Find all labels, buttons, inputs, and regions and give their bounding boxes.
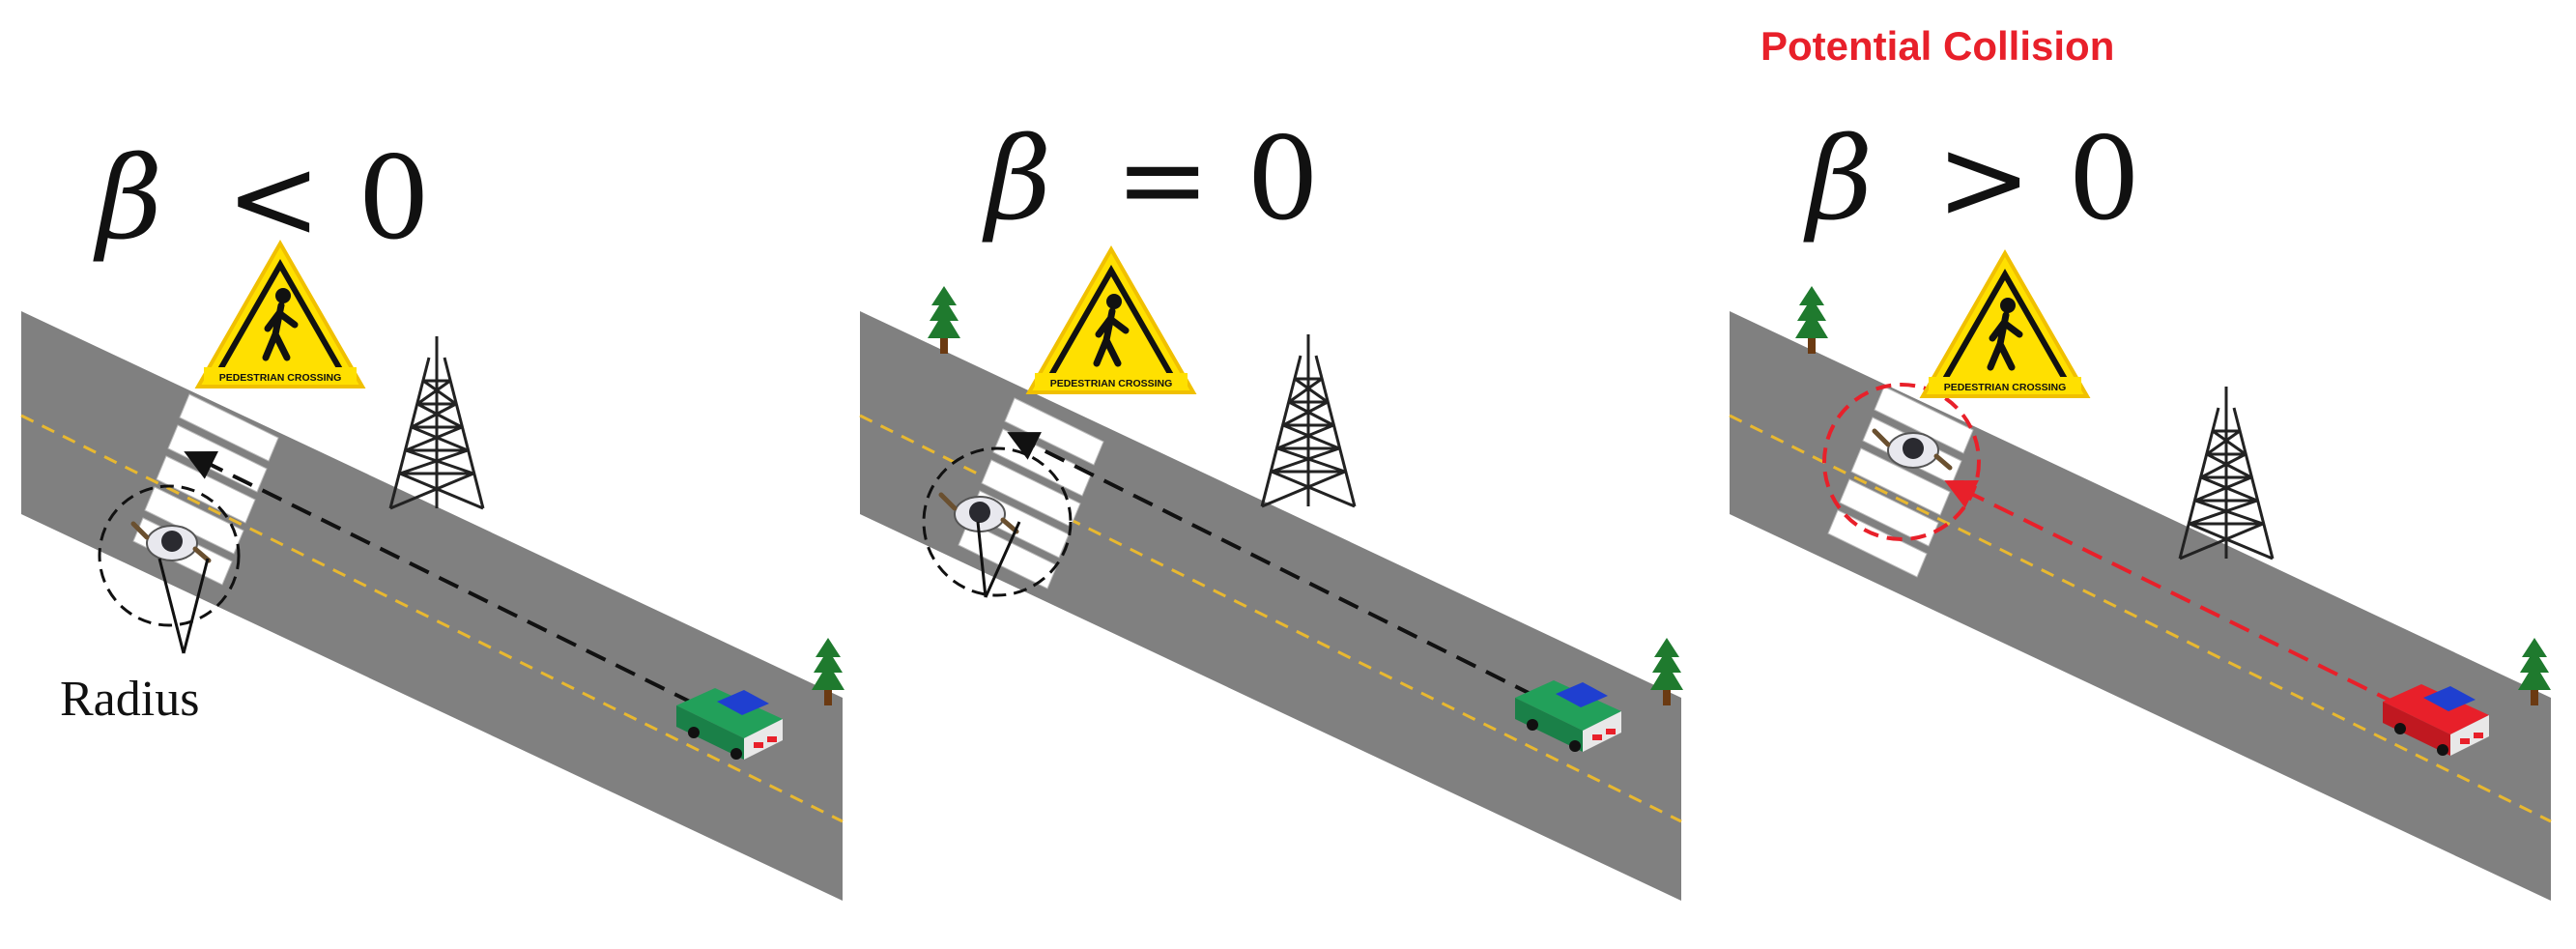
warning-sign-icon <box>1029 249 1193 392</box>
tower-icon <box>1260 332 1357 508</box>
radius-pointer <box>157 558 210 654</box>
road <box>860 311 1681 901</box>
tree-icon <box>1795 286 1828 354</box>
potential-collision-label: Potential Collision <box>1760 23 2114 69</box>
road <box>21 311 843 901</box>
road <box>1730 311 2551 901</box>
beta-condition-label: β < 0 <box>93 131 430 265</box>
panel-beta-negative: Radius PEDESTRIAN CROSSING β < 0 <box>20 131 844 901</box>
radius-circle <box>98 484 241 627</box>
car-icon <box>2383 684 2489 756</box>
trajectory-path <box>1944 479 2397 705</box>
tower-icon <box>388 334 485 510</box>
sign-text: PEDESTRIAN CROSSING <box>219 372 342 384</box>
trajectory-path <box>184 450 695 705</box>
beta-symbol: β <box>982 112 1051 245</box>
radius-label: Radius <box>60 672 199 727</box>
radius-pointer <box>976 521 1021 598</box>
panel-beta-positive: PEDESTRIAN CROSSING β > 0 <box>1729 112 2552 901</box>
panel-beta-zero: PEDESTRIAN CROSSING β = 0 <box>859 112 1683 901</box>
pedestrian-crossing-sign: PEDESTRIAN CROSSING <box>1923 253 2087 396</box>
beta-relation: > 0 <box>1936 112 2140 245</box>
warning-sign-icon <box>198 244 362 387</box>
car-icon <box>676 688 783 760</box>
beta-relation: = 0 <box>1115 112 1319 245</box>
pedestrian-crossing-sign: PEDESTRIAN CROSSING <box>1029 249 1193 392</box>
collision-circle <box>1822 383 1981 541</box>
radius-circle <box>922 446 1073 597</box>
warning-sign-icon <box>1923 253 2087 396</box>
beta-condition-label: β > 0 <box>1803 112 2140 245</box>
beta-relation: < 0 <box>226 131 430 265</box>
car-icon <box>1515 680 1621 752</box>
beta-condition-label: β = 0 <box>982 112 1319 245</box>
sign-text: PEDESTRIAN CROSSING <box>1944 382 2067 393</box>
sign-text: PEDESTRIAN CROSSING <box>1050 378 1173 389</box>
tree-icon <box>928 286 960 354</box>
beta-symbol: β <box>1803 112 1873 245</box>
pedestrian-crossing-sign: PEDESTRIAN CROSSING <box>198 244 362 387</box>
beta-symbol: β <box>93 131 162 265</box>
